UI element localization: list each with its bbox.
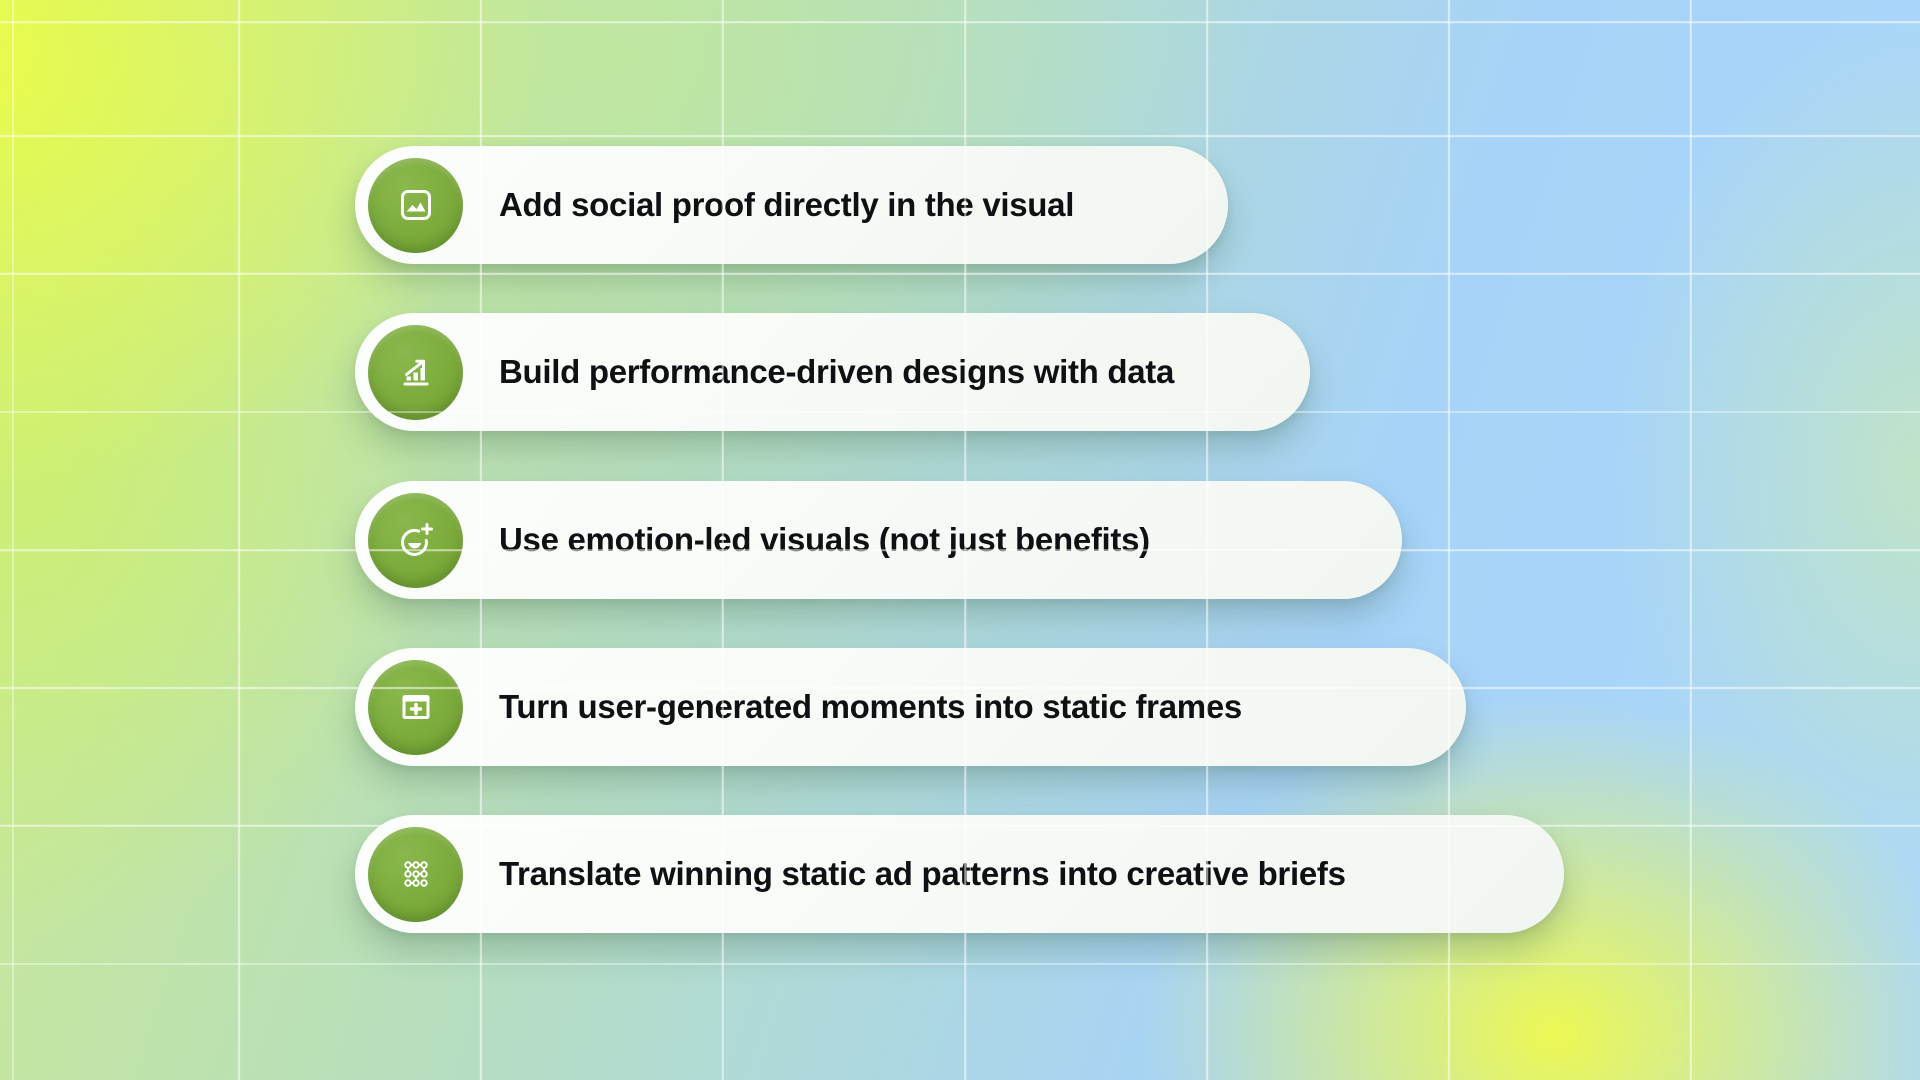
list-item-label: Use emotion-led visuals (not just benefi… (499, 521, 1150, 558)
list-item-label: Add social proof directly in the visual (499, 186, 1075, 223)
list-item: Turn user-generated moments into static … (355, 648, 1466, 766)
pattern-dots-icon (392, 850, 440, 898)
icon-circle (368, 492, 463, 588)
image-icon (392, 181, 440, 229)
list-item: Build performance-driven designs with da… (355, 313, 1310, 431)
list-item-label: Build performance-driven designs with da… (499, 353, 1175, 390)
frame-add-icon (392, 683, 440, 731)
chart-growth-icon (392, 348, 440, 396)
list-item: Use emotion-led visuals (not just benefi… (355, 481, 1402, 599)
emoji-add-icon (392, 516, 440, 564)
list-item-label: Translate winning static ad patterns int… (499, 855, 1346, 892)
list-item: Add social proof directly in the visual (355, 146, 1228, 264)
list-item-label: Turn user-generated moments into static … (499, 688, 1242, 725)
icon-circle (368, 659, 463, 755)
icon-circle (368, 157, 463, 253)
icon-circle (368, 826, 463, 922)
list-item: Translate winning static ad patterns int… (355, 815, 1564, 933)
icon-circle (368, 324, 463, 420)
